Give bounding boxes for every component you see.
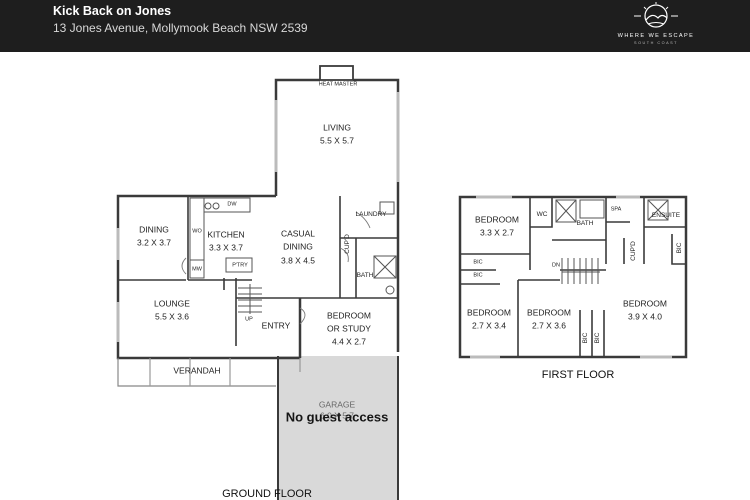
property-title: Kick Back on Jones xyxy=(53,4,172,18)
floor-plan: HEAT MASTER LIVING 5.5 X 5.7 DINING 3.2 … xyxy=(0,52,750,500)
entry-label: ENTRY xyxy=(261,320,291,331)
bic-bottom-left-label: BIC xyxy=(581,332,589,344)
bedroom-top-left-dimensions: 3.3 X 2.7 xyxy=(479,227,515,238)
bedroom-bottom-left-dimensions: 2.7 X 3.4 xyxy=(471,320,507,331)
lounge-dimensions: 5.5 X 3.6 xyxy=(154,311,190,322)
ground-floor-label: GROUND FLOOR xyxy=(222,488,312,500)
bic-ensuite-label: BIC xyxy=(675,242,683,254)
first-cupboard-label: CUP'D xyxy=(629,241,637,261)
pantry-label: P'TRY xyxy=(232,262,248,269)
laundry-label: LAUNDRY xyxy=(355,210,387,218)
lounge-label: LOUNGE xyxy=(154,298,190,309)
garage-dimensions-block: GARAGE 6.0 X 5.7 xyxy=(319,399,355,420)
kitchen-dimensions: 3.3 X 3.7 xyxy=(208,242,244,253)
living-room-dimensions: 5.5 X 5.7 xyxy=(319,135,355,146)
brand-logo-icon xyxy=(634,2,678,28)
casual-dining-label-line2: DINING xyxy=(283,241,313,252)
verandah-label: VERANDAH xyxy=(173,365,221,376)
garage-dimensions: 6.0 X 5.7 xyxy=(319,410,355,420)
garage-label: GARAGE xyxy=(318,399,356,410)
heat-master-label: HEAT MASTER xyxy=(318,81,358,88)
header-bar: Kick Back on Jones 13 Jones Avenue, Moll… xyxy=(0,0,750,52)
living-room-label: LIVING xyxy=(323,122,351,133)
wall-oven-label: WO xyxy=(192,228,202,235)
bic-mid-label: BIC xyxy=(473,272,483,279)
kitchen-label: KITCHEN xyxy=(207,229,245,240)
no-guest-access-notice: No guest access xyxy=(285,409,389,425)
bedroom-study-label: BEDROOM xyxy=(327,310,371,321)
bedroom-bottom-middle-label: BEDROOM xyxy=(527,307,571,318)
stairs-up-label: UP xyxy=(245,316,253,323)
bedroom-bottom-middle-dimensions: 2.7 X 3.6 xyxy=(531,320,567,331)
bedroom-bottom-right-dimensions: 3.9 X 4.0 xyxy=(627,311,663,322)
first-bath-label: BATH xyxy=(576,219,594,227)
floor-plan-drawing xyxy=(116,65,688,500)
casual-dining-label: CASUAL xyxy=(280,228,316,239)
first-floor-label: FIRST FLOOR xyxy=(541,369,615,381)
dishwasher-label: DW xyxy=(227,201,237,208)
bedroom-bottom-right-label: BEDROOM xyxy=(623,298,667,309)
casual-dining-dimensions: 3.8 X 4.5 xyxy=(280,255,316,266)
brand-logo[interactable]: WHERE WE ESCAPE SOUTH COAST xyxy=(606,2,706,50)
stairs-down-label: DN xyxy=(552,262,560,269)
dining-room-label: DINING xyxy=(139,224,169,235)
bedroom-study-dimensions: 4.4 X 2.7 xyxy=(331,336,367,347)
spa-label: SPA xyxy=(610,206,622,213)
microwave-label: MW xyxy=(192,266,202,273)
wc-label: WC xyxy=(536,210,548,218)
bedroom-top-left-label: BEDROOM xyxy=(475,214,519,225)
property-address: 13 Jones Avenue, Mollymook Beach NSW 253… xyxy=(53,21,308,35)
logo-text: WHERE WE ESCAPE xyxy=(617,33,695,39)
bedroom-study-label-line2: OR STUDY xyxy=(327,323,371,334)
ground-bath-label: BATH xyxy=(356,271,374,279)
bic-bottom-right-label: BIC xyxy=(593,332,601,344)
bedroom-bottom-left-label: BEDROOM xyxy=(467,307,511,318)
ensuite-label: ENSUITE xyxy=(651,211,681,219)
logo-subtext: SOUTH COAST xyxy=(634,41,678,45)
ground-cupboard-label: CUP'D xyxy=(343,234,351,254)
bic-top-label: BIC xyxy=(473,259,483,266)
dining-room-dimensions: 3.2 X 3.7 xyxy=(136,237,172,248)
